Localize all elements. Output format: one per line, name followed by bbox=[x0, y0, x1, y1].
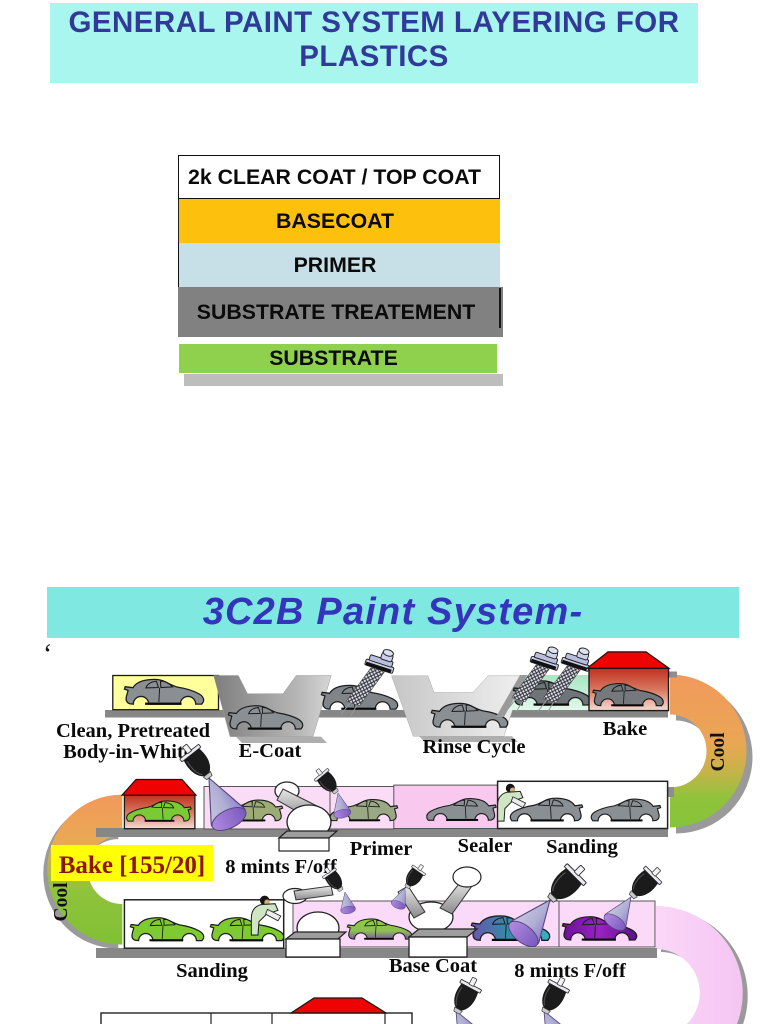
svg-text:Cool: Cool bbox=[51, 882, 72, 922]
svg-text:Rinse Cycle: Rinse Cycle bbox=[422, 736, 525, 758]
svg-text:Sanding: Sanding bbox=[176, 960, 249, 982]
svg-text:8 mints F/off: 8 mints F/off bbox=[225, 856, 338, 878]
svg-text:E-Coat: E-Coat bbox=[239, 740, 302, 762]
svg-text:Cool: Cool bbox=[708, 732, 729, 772]
svg-text:8 mints F/off: 8 mints F/off bbox=[514, 960, 627, 982]
svg-text:Body-in-White: Body-in-White bbox=[63, 741, 193, 763]
svg-text:Sealer: Sealer bbox=[458, 835, 513, 857]
svg-text:Base Coat: Base Coat bbox=[389, 955, 477, 977]
svg-text:Bake: Bake bbox=[603, 718, 647, 740]
svg-text:‘: ‘ bbox=[43, 639, 52, 670]
svg-text:Sanding: Sanding bbox=[546, 836, 619, 858]
svg-text:Primer: Primer bbox=[350, 838, 413, 860]
svg-text:Bake [155/20]: Bake [155/20] bbox=[59, 852, 206, 879]
svg-text:Clean, Pretreated: Clean, Pretreated bbox=[56, 720, 211, 742]
